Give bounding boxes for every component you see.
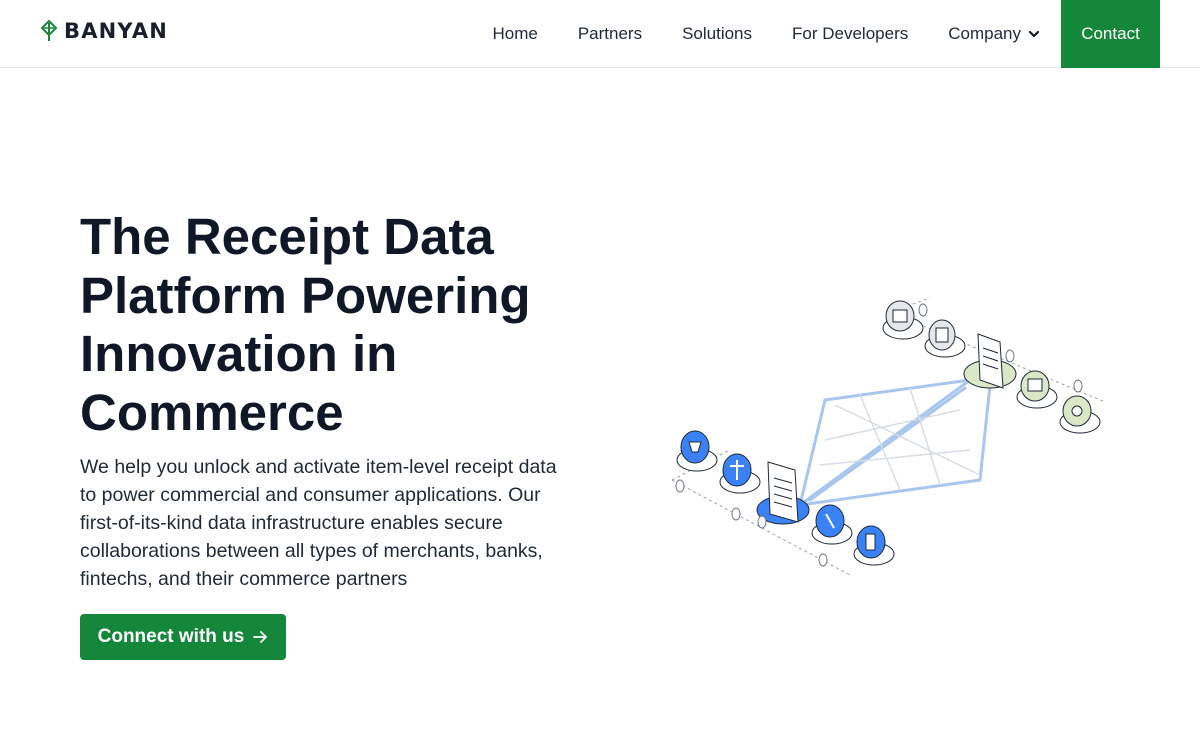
site-header: BANYAN Home Partners Solutions For Devel…	[0, 0, 1200, 68]
green-node-coupon	[1059, 395, 1101, 434]
receipt-node-left	[756, 461, 810, 525]
nav-solutions[interactable]: Solutions	[682, 24, 753, 43]
nav-company[interactable]: Company	[948, 24, 1040, 44]
blue-node-cart	[676, 430, 718, 472]
cta-label: Connect with us	[97, 626, 245, 647]
dashed-platform-lines	[671, 297, 1106, 576]
receipt-node-right	[963, 333, 1017, 389]
receipt-network-illustration	[671, 297, 1106, 576]
arrow-right-icon	[253, 631, 268, 643]
hero-title: The Receipt Data Platform Powering Innov…	[80, 208, 531, 441]
chevron-down-icon	[1028, 30, 1040, 38]
main-nav: Home Partners Solutions For Developers C…	[492, 0, 1160, 68]
small-gray-tokens-left	[675, 479, 828, 567]
contact-button[interactable]: Contact	[1061, 0, 1160, 68]
green-node-bank	[1016, 370, 1058, 409]
nav-home[interactable]: Home	[492, 24, 538, 43]
banyan-logo[interactable]: BANYAN	[40, 19, 168, 43]
logo-wordmark: BANYAN	[64, 19, 169, 43]
leaf-logo-icon	[40, 20, 58, 41]
nav-partners[interactable]: Partners	[577, 24, 643, 43]
network-lines	[798, 378, 992, 507]
grid-lines	[819, 387, 981, 491]
gray-node-register	[882, 300, 924, 340]
gray-node-dollar	[924, 319, 966, 358]
nav-for-developers[interactable]: For Developers	[792, 24, 909, 43]
blue-node-phone	[853, 525, 895, 566]
small-gray-tokens-right	[918, 303, 1083, 393]
connect-with-us-button[interactable]: Connect with us	[80, 614, 286, 660]
blue-node-fork	[811, 504, 853, 545]
nav-company-label: Company	[948, 24, 1021, 43]
blue-node-plane	[719, 453, 761, 494]
hero-description: We help you unlock and activate item-lev…	[80, 456, 557, 590]
